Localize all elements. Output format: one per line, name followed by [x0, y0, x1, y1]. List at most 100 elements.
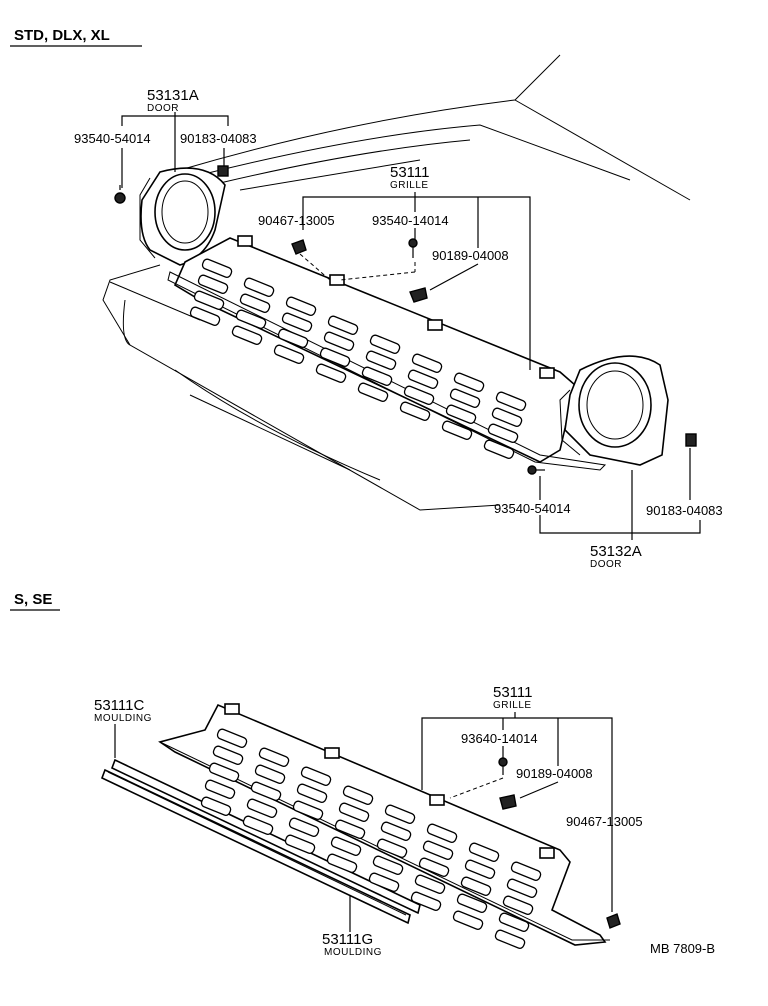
top-fasteners: [114, 165, 697, 475]
grille-slot: [334, 819, 366, 839]
grille-slot: [468, 842, 500, 862]
grille-slot: [193, 290, 225, 310]
grille-slot: [495, 391, 527, 411]
grille-boss: [324, 747, 340, 759]
grille-slot: [277, 328, 309, 348]
label-screw-right: 93540-54014: [494, 501, 571, 516]
grille-slot: [254, 764, 286, 784]
grille-slot: [235, 309, 267, 329]
grille-slot: [357, 382, 389, 402]
clip-icon: [409, 287, 428, 303]
label-door-left-name: DOOR: [147, 103, 179, 114]
grille-slot: [453, 372, 485, 392]
top-grille-cells: [189, 258, 527, 459]
grille-slot: [506, 878, 538, 898]
top-section-title: STD, DLX, XL: [14, 27, 110, 44]
grille-slot: [369, 334, 401, 354]
label-nut-bottom: 90467-13005: [566, 814, 643, 829]
grille-slot: [422, 840, 454, 860]
grille-slot: [292, 800, 324, 820]
top-door-left: [139, 167, 226, 266]
grille-slot: [380, 821, 412, 841]
grille-slot: [399, 401, 431, 421]
grille-slot: [338, 802, 370, 822]
grille-boss: [224, 703, 240, 715]
screw-icon: [114, 185, 126, 204]
grille-slot: [323, 331, 355, 351]
grille-boss: [539, 367, 555, 379]
grille-slot: [441, 420, 473, 440]
grille-slot: [208, 762, 240, 782]
grille-slot: [487, 423, 519, 443]
grille-slot: [326, 853, 358, 873]
grille-slot: [460, 876, 492, 896]
label-nut: 90467-13005: [258, 213, 335, 228]
grille-slot: [327, 315, 359, 335]
footer-code: MB 7809-B: [650, 941, 715, 956]
label-clip-center: 90189-04008: [432, 248, 509, 263]
bottom-section-heading: S, SE: [10, 591, 60, 611]
label-door-right-part: 53132A: [590, 543, 642, 560]
grille-slot: [216, 728, 248, 748]
screw-icon: [498, 757, 508, 775]
grille-boss: [429, 794, 445, 806]
clip-icon: [685, 433, 697, 447]
grille-slot: [411, 353, 443, 373]
bottom-grille: [158, 703, 610, 949]
grille-slot: [246, 798, 278, 818]
grille-slot: [243, 277, 275, 297]
bottom-mouldings: [100, 758, 421, 925]
label-clip-left: 90183-04083: [180, 131, 257, 146]
top-leader-lines: [121, 112, 701, 540]
top-door-right: [559, 355, 669, 466]
label-grille-part-bottom: 53111: [493, 684, 533, 701]
label-clip-right: 90183-04083: [646, 503, 723, 518]
grille-slot: [445, 404, 477, 424]
grille-slot: [281, 312, 313, 332]
grille-slot: [197, 274, 229, 294]
top-labels: 53131A DOOR 93540-54014 90183-04083 5311…: [74, 87, 723, 570]
grille-slot: [285, 296, 317, 316]
grille-slot: [204, 779, 236, 799]
grille-slot: [414, 874, 446, 894]
grille-slot: [403, 385, 435, 405]
grille-slot: [300, 766, 332, 786]
grille-slot: [418, 857, 450, 877]
label-moulding-lower-part: 53111G: [322, 931, 373, 948]
label-moulding-lower-name: MOULDING: [324, 947, 382, 958]
label-screw-left: 93540-54014: [74, 131, 151, 146]
grille-slot: [452, 910, 484, 930]
screw-icon: [527, 465, 545, 475]
grille-slot: [201, 258, 233, 278]
grille-slot: [258, 747, 290, 767]
grille-slot: [456, 893, 488, 913]
label-screw-bottom: 93640-14014: [461, 731, 538, 746]
grille-slot: [410, 891, 442, 911]
grille-slot: [250, 781, 282, 801]
grille-boss: [539, 847, 555, 859]
label-screw-center: 93540-14014: [372, 213, 449, 228]
grille-slot: [189, 306, 221, 326]
grille-boss: [237, 235, 253, 247]
label-door-left-part: 53131A: [147, 87, 199, 104]
nut-icon: [606, 913, 621, 929]
grille-slot: [502, 895, 534, 915]
label-grille-name: GRILLE: [390, 180, 429, 191]
grille-slot: [296, 783, 328, 803]
grille-slot: [372, 855, 404, 875]
grille-slot: [491, 407, 523, 427]
car-body-outline: [102, 54, 691, 511]
clip-icon: [499, 794, 517, 810]
bottom-leader-lines: [114, 712, 613, 932]
label-moulding-upper-part: 53111C: [94, 697, 144, 714]
grille-slot: [368, 872, 400, 892]
grille-slot: [242, 815, 274, 835]
grille-slot: [342, 785, 374, 805]
grille-slot: [273, 344, 305, 364]
label-clip-bottom: 90189-04008: [516, 766, 593, 781]
grille-slot: [200, 796, 232, 816]
label-door-right-name: DOOR: [590, 559, 622, 570]
grille-slot: [483, 439, 515, 459]
grille-slot: [498, 912, 530, 932]
